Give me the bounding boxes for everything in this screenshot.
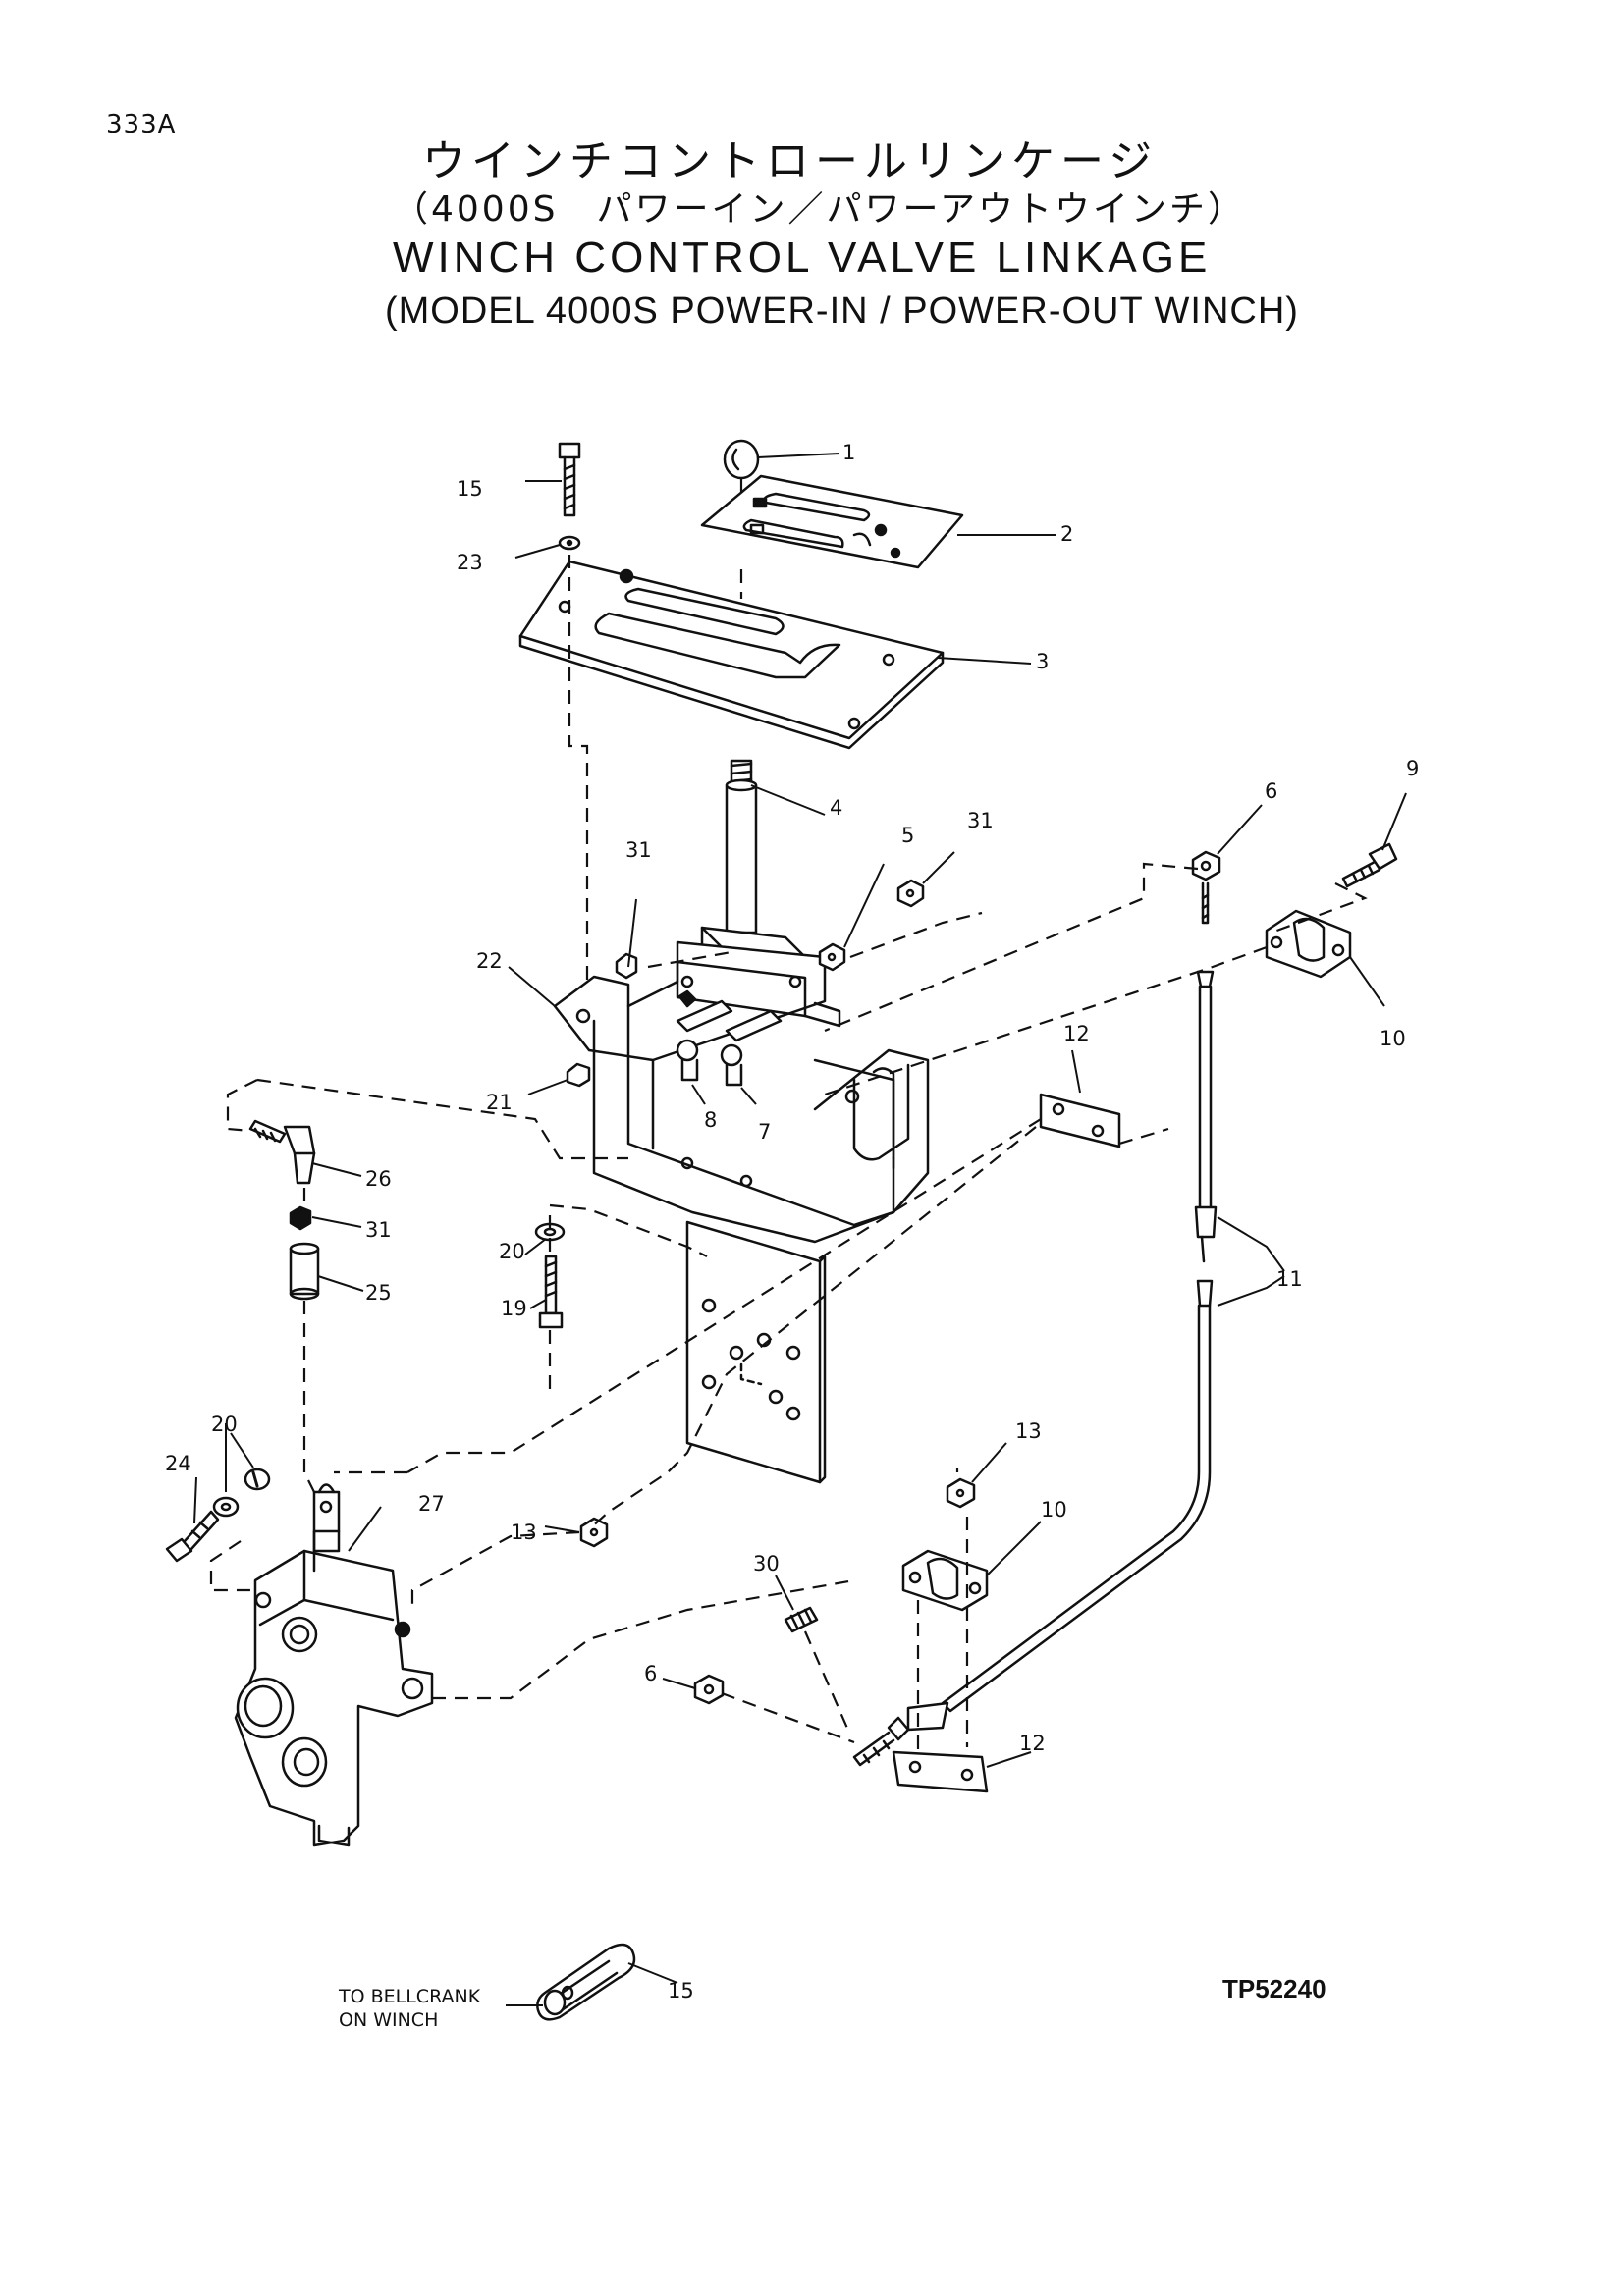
part-27-control-valve — [234, 1483, 434, 1847]
part-5-nut — [818, 942, 846, 972]
part-1-snap-ring — [723, 439, 760, 480]
callout-15-a: 15 — [457, 477, 483, 501]
callout-5: 5 — [901, 824, 914, 847]
part-15-clevis — [536, 1943, 636, 2021]
subtitle-japanese: （4000S パワーイン／パワーアウトウインチ） — [393, 189, 1247, 230]
part-11-cable — [852, 881, 1218, 1767]
callout-25: 25 — [365, 1281, 392, 1305]
part-21-nut — [566, 1062, 591, 1088]
callout-9: 9 — [1406, 757, 1419, 780]
callout-26: 26 — [365, 1167, 392, 1191]
part-12-plate-a — [1039, 1093, 1121, 1148]
callout-12-a: 12 — [1063, 1022, 1090, 1045]
callout-19: 19 — [501, 1297, 527, 1320]
part-22-bracket — [553, 940, 930, 1244]
part-2-label-plate — [700, 474, 964, 569]
part-23-washer — [558, 535, 581, 551]
callout-24: 24 — [165, 1452, 191, 1475]
callout-12-b: 12 — [1019, 1732, 1046, 1755]
callout-numbers: 1 2 3 4 5 31 31 6 9 15 23 22 21 8 7 10 1… — [165, 441, 1419, 2002]
part-31-nut-a — [615, 952, 638, 980]
part-9-bolt — [1341, 842, 1398, 888]
callout-6-a: 6 — [1265, 779, 1277, 803]
callout-31-b: 31 — [967, 809, 994, 832]
callout-31-a: 31 — [625, 838, 652, 862]
part-20-washer-b — [212, 1496, 240, 1518]
part-4-lever — [700, 759, 807, 976]
callout-4: 4 — [830, 796, 842, 820]
callout-30: 30 — [753, 1552, 780, 1575]
callout-7: 7 — [758, 1120, 771, 1144]
reference-code: TP52240 — [1222, 1974, 1326, 2003]
callout-31-c: 31 — [365, 1218, 392, 1242]
callout-3: 3 — [1036, 650, 1049, 673]
note-line-1: TO BELLCRANK — [338, 1986, 481, 2007]
leader-lines — [193, 453, 1407, 2006]
page-code: 333A — [106, 110, 177, 139]
part-13-nut-a — [946, 1477, 976, 1509]
part-25-sleeve — [289, 1242, 320, 1301]
title-english: WINCH CONTROL VALVE LINKAGE — [393, 234, 1212, 282]
callout-13-a: 13 — [1015, 1419, 1042, 1443]
part-31-nut-c — [289, 1205, 312, 1231]
part-10-clamp-b — [901, 1549, 989, 1612]
part-12-plate-b — [892, 1750, 989, 1793]
callout-8: 8 — [704, 1108, 717, 1132]
part-8-ball-joint — [676, 989, 733, 1082]
note-line-2: ON WINCH — [339, 2009, 438, 2031]
title-japanese: ウインチコントロールリンケージ — [422, 136, 1159, 187]
part-31-nut-b — [896, 879, 925, 908]
callout-10-b: 10 — [1041, 1498, 1067, 1522]
part-10-clamp-a — [1265, 909, 1352, 979]
part-24-bolt — [165, 1510, 220, 1563]
callout-6-b: 6 — [644, 1662, 657, 1685]
part-15-bolt — [558, 442, 581, 517]
part-26-fitting — [248, 1119, 316, 1185]
callout-13-b: 13 — [511, 1521, 537, 1544]
callout-11: 11 — [1276, 1267, 1303, 1291]
mounting-plate — [685, 1220, 827, 1484]
subtitle-english: (MODEL 4000S POWER-IN / POWER-OUT WINCH) — [385, 291, 1299, 332]
callout-1: 1 — [842, 441, 855, 464]
part-19-bolt — [538, 1255, 564, 1329]
callout-20-a: 20 — [499, 1240, 525, 1263]
part-6-nut-a — [1191, 850, 1221, 881]
callout-10-a: 10 — [1380, 1027, 1406, 1050]
assembly-dashed-lines — [209, 479, 1368, 1752]
callout-27: 27 — [418, 1492, 445, 1516]
callout-20-b: 20 — [211, 1413, 238, 1436]
callout-2: 2 — [1060, 522, 1073, 546]
bellcrank-note: TO BELLCRANK ON WINCH — [338, 1986, 481, 2031]
callout-22: 22 — [476, 949, 503, 973]
part-6-nut-b — [693, 1674, 725, 1705]
part-30-set-screw — [784, 1606, 819, 1633]
part-13-nut-b — [579, 1517, 609, 1548]
part-7-ball-joint — [720, 1009, 783, 1087]
part-3-guide-plate — [518, 560, 945, 750]
callout-15-b: 15 — [668, 1979, 694, 2002]
callout-21: 21 — [486, 1091, 513, 1114]
part-20-washer-c — [244, 1468, 271, 1491]
callout-23: 23 — [457, 551, 483, 574]
